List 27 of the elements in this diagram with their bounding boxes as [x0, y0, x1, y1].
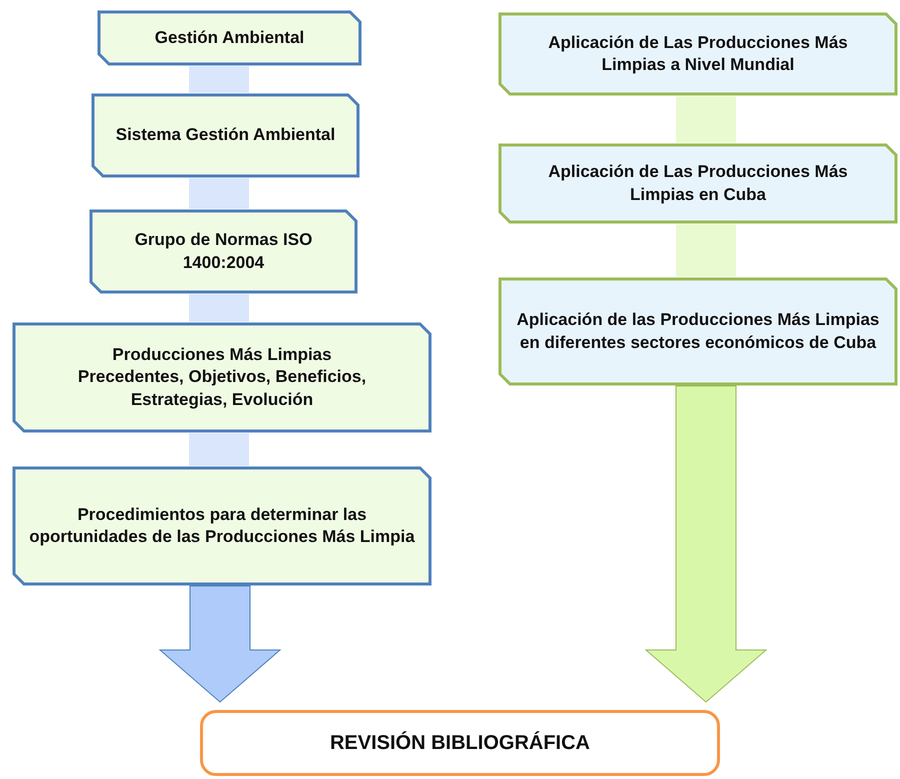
- snipped-box: [498, 143, 898, 224]
- node-title: Producciones Más Limpias: [112, 344, 332, 366]
- snipped-box: [12, 322, 432, 433]
- node-title: REVISIÓN BIBLIOGRÁFICA: [330, 730, 590, 756]
- rounded-box: [200, 710, 720, 776]
- node-title: Aplicación de las Producciones Más Limpias en diferentes sectores económicos de Cuba: [516, 309, 880, 354]
- snipped-box: [89, 209, 358, 294]
- connector-band: [189, 433, 249, 466]
- node-title: Sistema Gestión Ambiental: [116, 124, 336, 146]
- snipped-box: [97, 10, 362, 66]
- node-title: Procedimientos para determinar las oportunidades de las Producciones Más Limpia: [28, 504, 416, 548]
- node-text: Precedentes, Objetivos, Beneficios, Estrategias, Evolución: [76, 366, 368, 411]
- connector-band: [189, 66, 249, 93]
- connector-band: [189, 294, 249, 322]
- snipped-box: [12, 466, 432, 586]
- snipped-box: [91, 93, 360, 178]
- node-title: Grupo de Normas ISO 1400:2004: [134, 229, 314, 274]
- connector-band: [189, 178, 249, 209]
- connector-band: [676, 224, 736, 277]
- node-title: Gestión Ambiental: [154, 26, 304, 49]
- block-arrow: [644, 386, 768, 703]
- snipped-box: [498, 277, 898, 386]
- snipped-box: [498, 12, 898, 96]
- block-arrow: [158, 586, 282, 703]
- node-title: Aplicación de Las Producciones Más Limpias en Cuba: [547, 161, 849, 206]
- node-title: Aplicación de Las Producciones Más Limpias a Nivel Mundial: [547, 32, 849, 76]
- connector-band: [676, 96, 736, 143]
